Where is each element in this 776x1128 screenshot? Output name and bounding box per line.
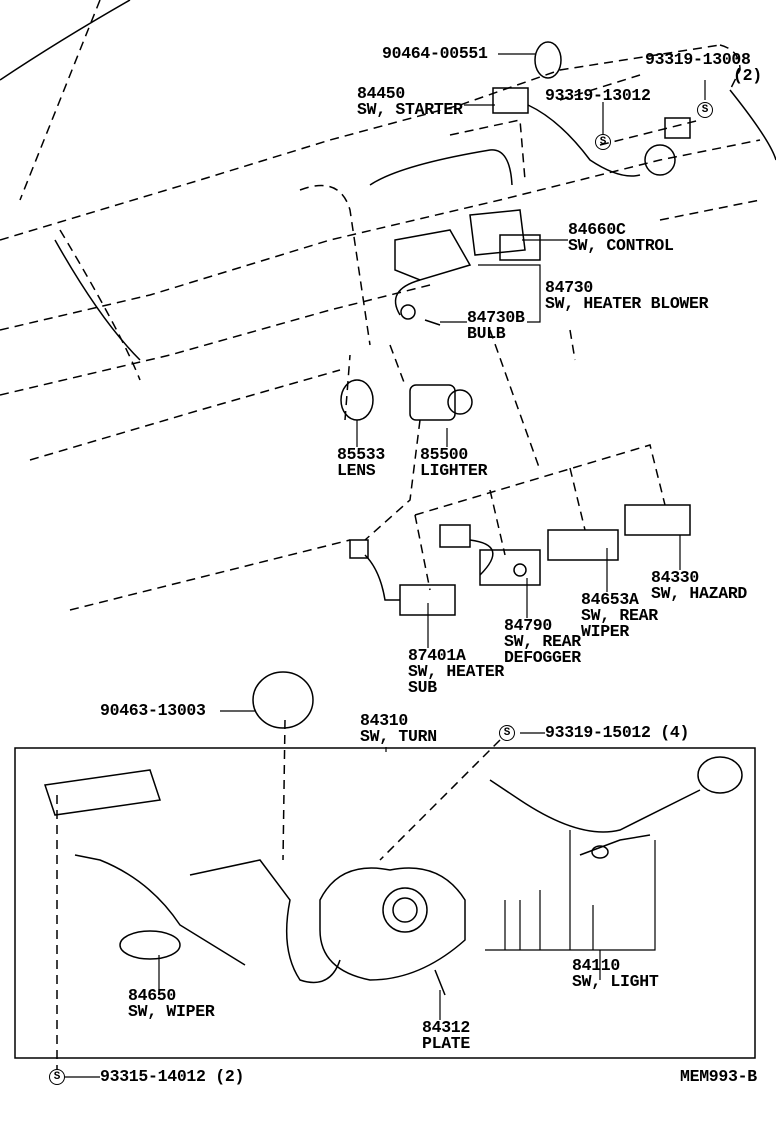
part-name: SW, HAZARD — [651, 584, 748, 603]
part-name: SW, REAR — [504, 632, 581, 651]
part-number: 93319-13008 — [645, 50, 751, 69]
part-qty: (2) — [733, 66, 762, 85]
part-number: 84650 — [128, 986, 177, 1005]
part-number: 87401A — [408, 646, 466, 665]
turn-switch-frame — [14, 747, 756, 1059]
part-number-qty: 93315-14012 (2) — [100, 1067, 245, 1086]
part-number: 84110 — [572, 956, 621, 975]
part-name: SW, HEATER BLOWER — [545, 294, 709, 313]
parts-shapes — [44, 41, 743, 996]
screw-symbol: S — [697, 102, 713, 118]
part-number: 84730 — [545, 278, 594, 297]
label-90464-00551: 90464-00551 — [382, 44, 488, 63]
dashboard-solid — [0, 0, 776, 361]
screw-symbol: S — [49, 1069, 65, 1085]
part-name: SW, TURN — [360, 727, 437, 746]
label-90463-13003: 90463-13003 — [100, 701, 206, 720]
part-name: SW, HEATER — [408, 662, 505, 681]
part-qty: (2) — [215, 1067, 245, 1086]
part-number: 84730B — [467, 308, 525, 327]
part-number: 85533 — [337, 445, 386, 464]
part-number-qty: 93319-15012 (4) — [545, 723, 690, 742]
part-number: 93319-15012 — [545, 723, 651, 742]
part-number: 84450 — [357, 84, 406, 103]
label-93319-13008: 93319-13008(2) — [645, 50, 762, 85]
part-name: LENS — [337, 461, 376, 480]
part-number: 84310 — [360, 711, 409, 730]
diagram-code: MEM993-B — [680, 1067, 757, 1086]
label-93319-13012: 93319-13012 — [545, 86, 651, 105]
part-number: 90464-00551 — [382, 44, 488, 63]
part-number: 84653A — [581, 590, 639, 609]
part-number: 93319-13012 — [545, 86, 651, 105]
part-number: 85500 — [420, 445, 469, 464]
part-number: 84660C — [568, 220, 626, 239]
part-number: 84312 — [422, 1018, 471, 1037]
part-name-line2: SUB — [408, 678, 437, 697]
part-name-line2: DEFOGGER — [504, 648, 581, 667]
label-93319-15012: 93319-15012 (4) — [545, 723, 690, 742]
part-number: 84790 — [504, 616, 553, 635]
screw-symbol: S — [595, 134, 611, 150]
part-name: PLATE — [422, 1034, 471, 1053]
label-93315-14012: 93315-14012 (2) — [100, 1067, 245, 1086]
part-name: LIGHTER — [420, 461, 488, 480]
leader-lines — [65, 53, 706, 1078]
screw-symbol: S — [499, 725, 515, 741]
part-qty: (4) — [660, 723, 690, 742]
part-name: SW, WIPER — [128, 1002, 215, 1021]
part-name-line2: WIPER — [581, 622, 630, 641]
part-number: 84330 — [651, 568, 700, 587]
part-number: 90463-13003 — [100, 701, 206, 720]
dashboard-outline — [0, 0, 761, 1070]
part-name: SW, REAR — [581, 606, 658, 625]
part-name: SW, LIGHT — [572, 972, 659, 991]
part-number: 93315-14012 — [100, 1067, 206, 1086]
part-name: BULB — [467, 324, 506, 343]
part-name: SW, STARTER — [357, 100, 463, 119]
part-name: SW, CONTROL — [568, 236, 674, 255]
